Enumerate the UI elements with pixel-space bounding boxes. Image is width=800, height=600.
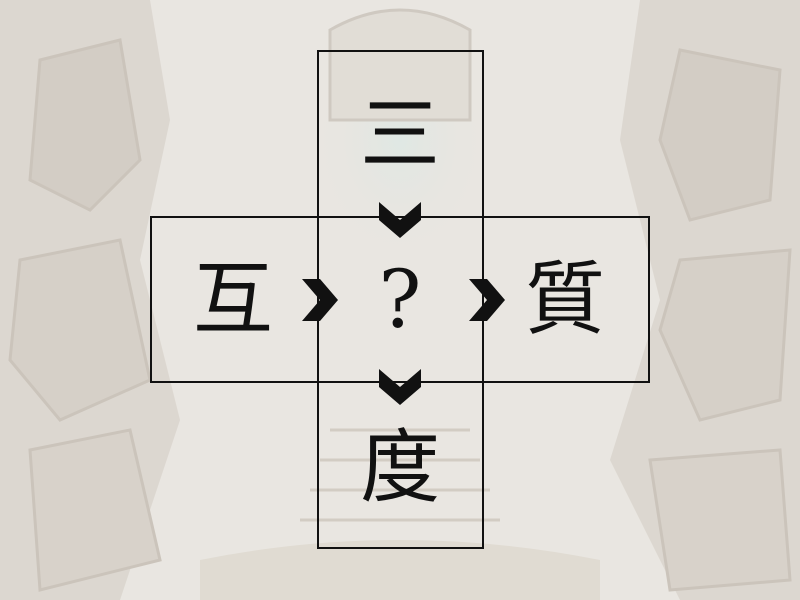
chevron-down-icon: [379, 202, 421, 238]
right-kanji: 質: [525, 253, 605, 346]
chevron-right-icon: [469, 279, 505, 321]
chevron-right-icon: [302, 279, 338, 321]
answer-placeholder[interactable]: ?: [378, 253, 422, 346]
bottom-kanji: 度: [360, 421, 440, 514]
horizontal-frame: [150, 216, 650, 383]
vertical-frame: [317, 50, 484, 549]
chevron-down-icon: [379, 369, 421, 405]
left-kanji: 互: [193, 253, 273, 346]
top-kanji: 三: [360, 88, 440, 181]
